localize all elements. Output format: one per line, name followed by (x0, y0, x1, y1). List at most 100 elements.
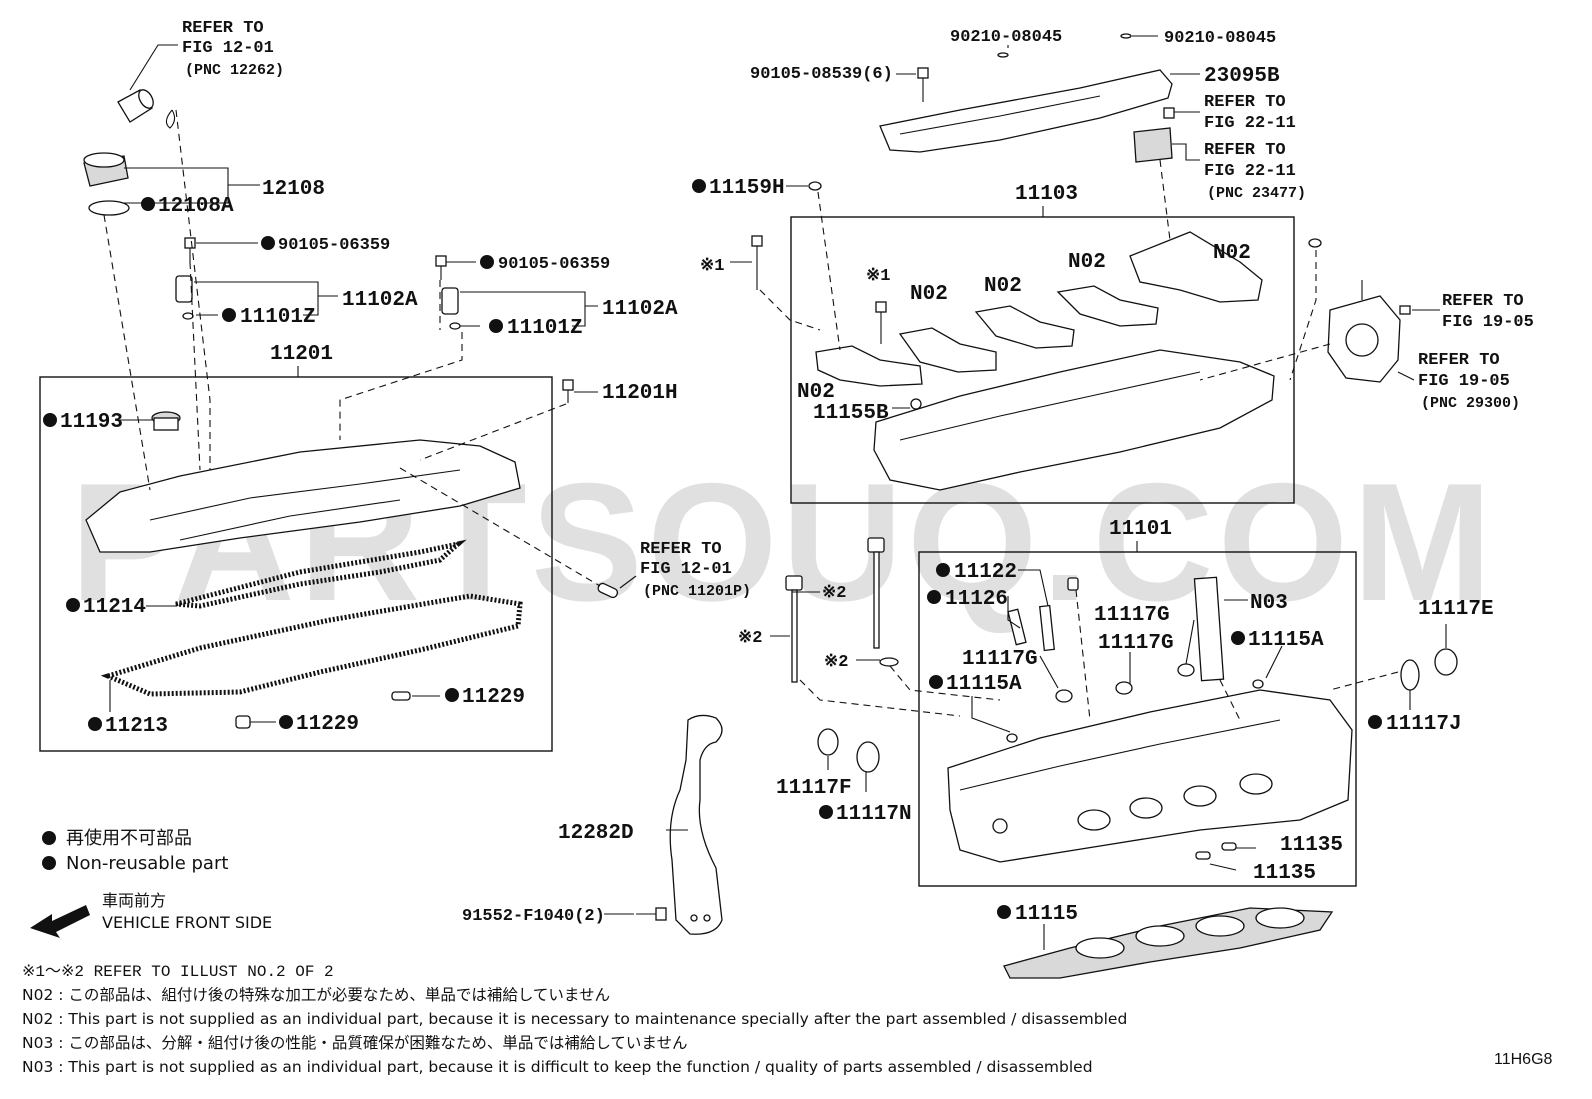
part-11101Z-a[interactable]: 11101Z (240, 306, 316, 329)
legend-front-jp: 車両前方 (102, 891, 166, 910)
part-11117J[interactable]: 11117J (1386, 713, 1462, 736)
part-12108A[interactable]: 12108A (158, 195, 234, 218)
fig-22-11-link[interactable]: FIG 22-11 (1204, 162, 1296, 181)
camshaft-housing-group-label[interactable]: 11103 (1015, 183, 1078, 206)
part-11193[interactable]: 11193 (60, 411, 123, 434)
camshaft-housing-icon (873, 349, 1275, 491)
bushing-icon (1039, 604, 1055, 652)
part-11102A-a[interactable]: 11102A (342, 289, 418, 312)
knock-pin-icon (1195, 851, 1211, 860)
legend-front-en: VEHICLE FRONT SIDE (102, 913, 272, 932)
plug-cap-icon (1434, 648, 1458, 676)
part-11115A-a[interactable]: 11115A (1248, 629, 1324, 652)
part-11159H[interactable]: 11159H (709, 177, 785, 200)
legend-nonreusable-en: Non-reusable part (66, 853, 228, 874)
part-11117G-b[interactable]: 11117G (1098, 632, 1174, 655)
diagram-code: 11H6G8 (1494, 1051, 1553, 1068)
ref-text: REFER TO (1204, 93, 1286, 112)
part-91552-F1040[interactable]: 91552-F1040(2) (462, 907, 605, 926)
part-11229-a[interactable]: 11229 (462, 686, 525, 709)
part-11117G-a[interactable]: 11117G (1094, 604, 1170, 627)
n02-label-a[interactable]: N02 (910, 283, 948, 306)
fig-12-01-link[interactable]: FIG 12-01 (640, 560, 732, 579)
pnc-29300: (PNC 29300) (1421, 395, 1520, 412)
cylinder-head-icon (947, 689, 1353, 863)
pnc-12262: (PNC 12262) (185, 62, 284, 79)
cover-gasket-small (175, 539, 467, 609)
part-12282D[interactable]: 12282D (558, 822, 634, 845)
cylinder-head-cover-icon (85, 439, 521, 553)
part-11155B[interactable]: 11155B (813, 402, 889, 425)
part-12108[interactable]: 12108 (262, 178, 325, 201)
grommet-icon (151, 411, 181, 431)
bolt-icon (636, 907, 667, 921)
pnc-23477: (PNC 23477) (1207, 185, 1306, 202)
cylinder-head-group-label[interactable]: 11101 (1109, 518, 1172, 541)
ref-text: REFER TO (640, 540, 722, 559)
part-11102A-b[interactable]: 11102A (602, 298, 678, 321)
part-11117E[interactable]: 11117E (1418, 598, 1494, 621)
part-N03[interactable]: N03 (1250, 592, 1288, 615)
part-11115[interactable]: 11115 (1015, 903, 1078, 926)
part-90210-08045-b[interactable]: 90210-08045 (1164, 29, 1276, 48)
camshaft-bearing-cap-icon (815, 231, 1263, 387)
note-line: ※1～※2 REFER TO ILLUST NO.2 OF 2 (22, 963, 334, 981)
cam-position-sensor-icon (175, 275, 461, 330)
legend-nonreusable-jp: 再使用不可部品 (66, 828, 192, 849)
part-90105-08539[interactable]: 90105-08539(6) (750, 65, 893, 84)
part-11117G-c[interactable]: 11117G (962, 648, 1038, 671)
part-23095B[interactable]: 23095B (1204, 65, 1280, 88)
breather-hose-icon (117, 89, 176, 129)
pcv-plug-icon (597, 582, 619, 599)
ref-text: REFER TO (1442, 292, 1524, 311)
part-11201H[interactable]: 11201H (602, 382, 678, 405)
part-11135-b[interactable]: 11135 (1253, 862, 1316, 885)
mark-1-b: ※1 (866, 267, 890, 286)
cover-group-label[interactable]: 11201 (270, 343, 333, 366)
cover-group-box (39, 376, 553, 752)
knock-pin-icon (1221, 842, 1237, 851)
oil-control-valve-icon (1133, 127, 1173, 163)
plug-icon (235, 691, 411, 729)
fig-19-05-link[interactable]: FIG 19-05 (1418, 372, 1510, 391)
part-90105-06359-a[interactable]: 90105-06359 (278, 236, 390, 255)
part-11117F[interactable]: 11117F (776, 777, 852, 800)
ref-text: REFER TO (182, 19, 264, 38)
front-arrow-icon (30, 905, 90, 938)
note-line: N02 : This part is not supplied as an in… (22, 1010, 1127, 1028)
oil-seal-icon (1400, 659, 1420, 691)
head-bolt-icon (785, 537, 899, 683)
camshaft-journal-icon (1193, 576, 1225, 682)
seal-plug-icon (817, 728, 839, 756)
part-11135-a[interactable]: 11135 (1280, 834, 1343, 857)
part-11126[interactable]: 11126 (945, 588, 1008, 611)
o-ring-icon (856, 741, 880, 773)
vacuum-pump-icon (1327, 280, 1411, 383)
part-90210-08045-a[interactable]: 90210-08045 (950, 28, 1062, 47)
note-line: N03 : This part is not supplied as an in… (22, 1058, 1093, 1076)
engine-hanger-bracket-icon (669, 714, 723, 935)
fig-19-05-link[interactable]: FIG 19-05 (1442, 313, 1534, 332)
part-11117N[interactable]: 11117N (836, 803, 912, 826)
dowel-pin-icon (1007, 608, 1027, 646)
fig-12-01-link[interactable]: FIG 12-01 (182, 39, 274, 58)
n02-label-e[interactable]: N02 (797, 381, 835, 404)
n02-label-c[interactable]: N02 (1068, 251, 1106, 274)
part-90105-06359-b[interactable]: 90105-06359 (498, 255, 610, 274)
ref-text: REFER TO (1418, 351, 1500, 370)
part-11214[interactable]: 11214 (83, 596, 146, 619)
part-11229-b[interactable]: 11229 (296, 713, 359, 736)
part-11115A-b[interactable]: 11115A (946, 673, 1022, 696)
n02-label-b[interactable]: N02 (984, 275, 1022, 298)
stud-icon (1067, 577, 1079, 591)
part-11122[interactable]: 11122 (954, 561, 1017, 584)
part-11101Z-b[interactable]: 11101Z (507, 317, 583, 340)
cover-gasket-large (100, 593, 523, 697)
n02-label-d[interactable]: N02 (1213, 242, 1251, 265)
fig-22-11-link[interactable]: FIG 22-11 (1204, 114, 1296, 133)
part-11213[interactable]: 11213 (105, 715, 168, 738)
note-line: N03 : この部品は、分解・組付け後の性能・品質確保が困難なため、単品では補給… (22, 1034, 687, 1052)
mark-1-a: ※1 (700, 257, 724, 276)
pnc-11201P: (PNC 11201P) (643, 583, 751, 600)
